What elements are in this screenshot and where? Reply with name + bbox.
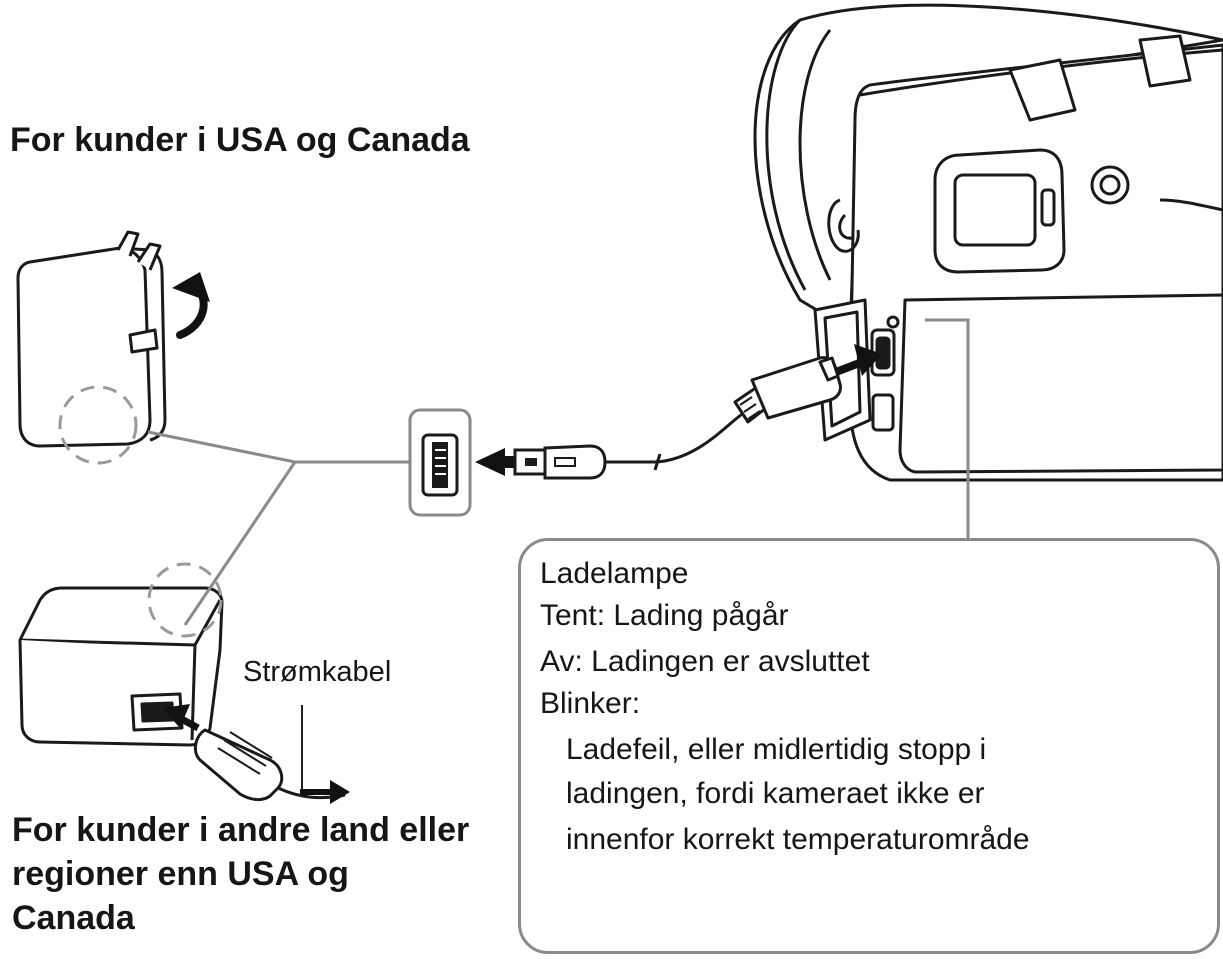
arrow-power-out-icon bbox=[330, 780, 350, 804]
arrow-usb-port-icon bbox=[475, 448, 505, 476]
heading-other-regions-line: Canada bbox=[12, 899, 135, 937]
callout-blink-detail: innenfor korrekt temperaturområde bbox=[566, 823, 1030, 856]
heading-other-regions-line: regioner enn USA og bbox=[12, 855, 349, 893]
callout-off-state: Av: Ladingen er avsluttet bbox=[540, 645, 870, 678]
charge-lamp-callout bbox=[518, 538, 1220, 954]
usb-port-icon bbox=[408, 408, 472, 517]
callout-blink-state: Blinker: bbox=[540, 687, 641, 720]
callout-title: Ladelampe bbox=[540, 557, 689, 590]
heading-us-canada: For kunder i USA og Canada bbox=[10, 121, 470, 159]
arrow-camera-port-icon bbox=[854, 344, 882, 376]
rotate-arrow-icon bbox=[172, 272, 210, 339]
connector-lines bbox=[147, 318, 970, 626]
highlight-circles bbox=[58, 385, 223, 638]
ac-adapter-other-icon bbox=[18, 586, 224, 747]
callout-blink-detail: ladingen, fordi kameraet ikke er bbox=[566, 777, 985, 810]
usb-plug-icon bbox=[513, 444, 607, 480]
ac-adapter-us-icon bbox=[16, 230, 167, 448]
callout-blink-detail: Ladefeil, eller midlertidig stopp i bbox=[566, 733, 987, 766]
heading-other-regions: For kunder i andre land eller regioner e… bbox=[12, 808, 469, 940]
arrow-insert-power-icon bbox=[162, 704, 190, 728]
heading-other-regions-line: For kunder i andre land eller bbox=[12, 811, 470, 849]
callout-lit-state: Tent: Lading pågår bbox=[540, 599, 789, 632]
micro-usb-plug-icon bbox=[733, 356, 842, 424]
power-cord-label: Strømkabel bbox=[243, 656, 392, 688]
camera-icon bbox=[753, 3, 1223, 482]
